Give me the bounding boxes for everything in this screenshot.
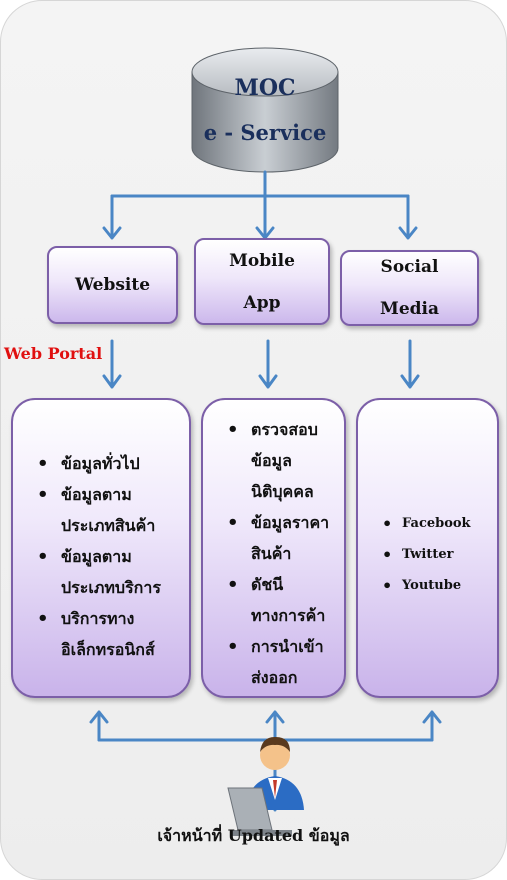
database-subtitle: e - Service <box>203 120 327 145</box>
social-items-box: •Facebook •Twitter •Youtube <box>356 398 499 698</box>
staff-update-caption: เจ้าหน้าที่ Updated ข้อมูล <box>157 826 350 845</box>
list-item: •ตรวจสอบ ข้อมูล นิติบุคคล <box>227 419 318 501</box>
arrow-to-social <box>398 194 418 240</box>
arrow-to-mobile <box>255 226 275 240</box>
list-item: •ข้อมูลทั่วไป <box>37 453 140 474</box>
arrow-up-mobile <box>265 710 285 742</box>
arrow-mobile-down <box>258 339 278 389</box>
database-cylinder-icon <box>191 47 339 173</box>
list-item: •ข้อมูลตาม ประเภทสินค้า <box>37 484 156 535</box>
list-item: •ดัชนี ทางการค้า <box>227 574 326 625</box>
list-item: •บริการทาง อิเล็กทรอนิกส์ <box>37 608 155 659</box>
arrow-website-down <box>102 339 122 389</box>
officer-at-laptop-icon <box>227 736 304 836</box>
list-item: •Youtube <box>382 576 462 595</box>
list-item: •การนำเข้า ส่งออก <box>227 636 324 687</box>
list-item: •ข้อมูลราคา สินค้า <box>227 512 330 563</box>
list-item: •Facebook <box>382 514 471 533</box>
arrow-up-social <box>422 710 442 742</box>
arrow-to-website <box>102 194 122 240</box>
arrow-up-website <box>89 710 109 742</box>
website-items-box: •ข้อมูลทั่วไป •ข้อมูลตาม ประเภทสินค้า •ข… <box>11 398 191 698</box>
list-item: •Twitter <box>382 545 454 564</box>
database-title: MOC <box>234 75 296 101</box>
web-portal-label: Web Portal <box>4 344 103 363</box>
arrow-social-down <box>400 339 420 389</box>
mobile-items-box: •ตรวจสอบ ข้อมูล นิติบุคคล •ข้อมูลราคา สิ… <box>201 398 346 698</box>
channel-website-label: Website <box>74 275 151 295</box>
channel-social-label: Social Media <box>380 257 439 319</box>
list-item: •ข้อมูลตาม ประเภทบริการ <box>37 546 161 597</box>
channel-social-media: Social Media <box>340 250 479 326</box>
channel-website: Website <box>47 246 178 324</box>
channel-mobile-label: Mobile App <box>229 250 295 313</box>
channel-mobile-app: Mobile App <box>194 238 330 325</box>
